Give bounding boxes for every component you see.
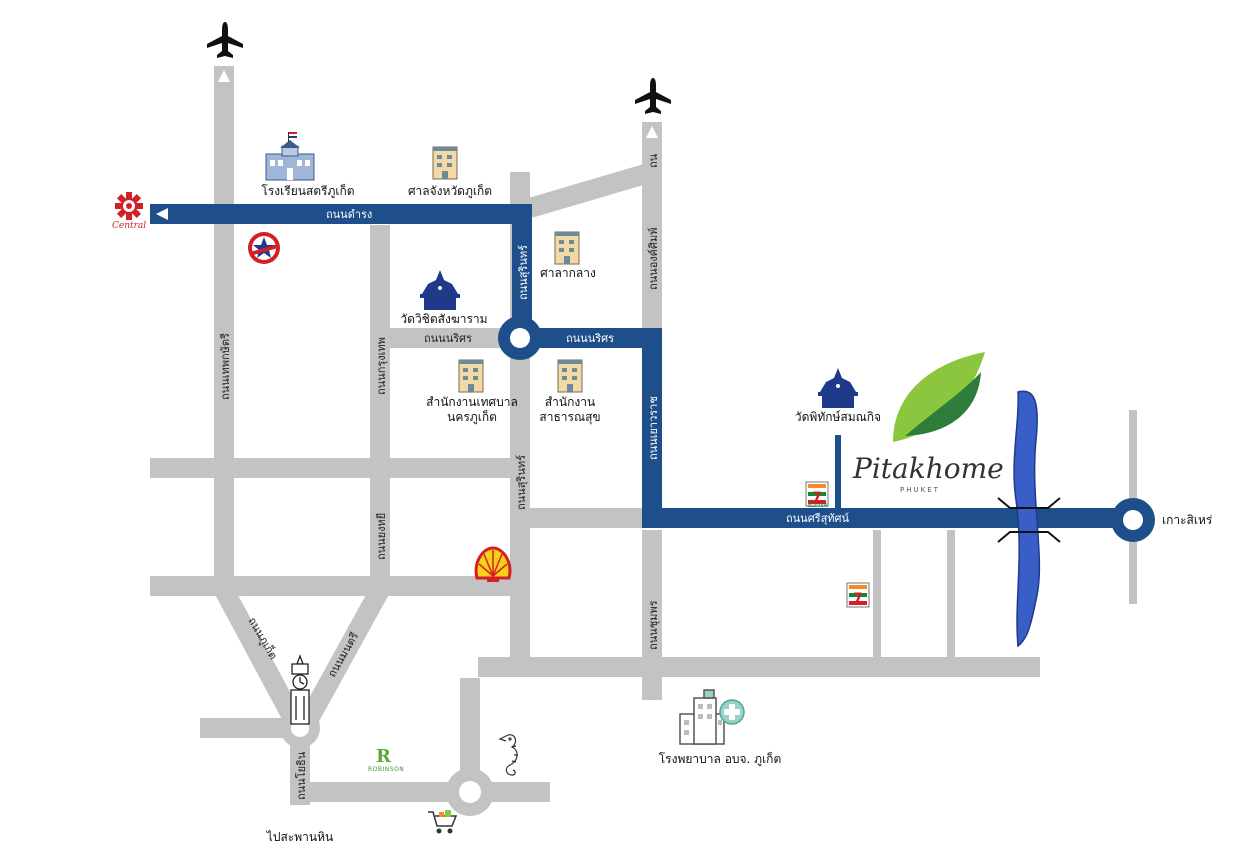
label-saphan-hin: ไปสะพานหิน [266,830,334,844]
svg-text:7: 7 [812,490,822,506]
office-building-icon [554,231,580,265]
road-label-chumphon: ถนนชุมพร [647,600,660,650]
central-logo-icon [115,192,143,220]
road-label-surin-top: ถนนสุรินทร์ [517,245,530,300]
road-label-yaowarat: ถนนเยาวราช [647,396,660,460]
label-hospital: โรงพยาบาล อบจ. ภูเก็ต [658,752,782,766]
temple-icon [818,368,858,408]
arrow-up-right-glyph [646,126,658,138]
label-city-hall: ศาลากลาง [540,266,596,280]
pitakhome-leaf-logo [893,352,985,442]
arrow-left-glyph [156,208,168,220]
svg-text:7: 7 [853,591,863,607]
svg-text:R: R [376,746,392,767]
office-building-icon [432,146,458,180]
label-koh-sire: เกาะสิเหร่ [1162,513,1213,527]
label-seven-eleven: ELEVEN [808,503,828,509]
hospital-icon [679,689,745,745]
roundabout-main-center [510,328,530,348]
road-label-thep-krasattri: ถนนเทพกษัตรี [219,333,232,400]
label-municipal-1: สำนักงานเทศบาล [426,395,518,409]
temple-icon [420,270,460,310]
road-label-bangkok: ถนนกรุงเทพ [375,337,388,395]
label-robinson: ROBINSON [368,766,405,773]
roundabout-east-center [1123,510,1143,530]
seven-eleven-icon: 7 [846,582,870,608]
shell-logo-icon [474,546,512,582]
shopping-cart-icon [428,810,458,834]
road-label-top-right: ถน [647,153,660,168]
side-road [295,585,389,733]
road-label-damrong: ถนนดำรง [326,208,372,221]
side-road [527,162,655,218]
airplane-icon [207,22,243,58]
seahorse-icon [498,734,518,776]
road-label-sri-sunthorn: ถนนศรีสุทัศน์ [786,512,850,525]
road-label-narisorn-left: ถนนนริศร [424,332,472,345]
school-building-icon [265,132,315,181]
arrow-down-glyph [294,808,306,820]
road-label-narisorn-right: ถนนนริศร [566,332,614,345]
road-label-surin-bottom: ถนนสุรินทร์ [515,455,528,510]
label-school: โรงเรียนสตรีภูเก็ต [261,184,355,198]
arrow-up-left-glyph [218,70,230,82]
label-municipal-2: นครภูเก็ต [447,410,497,424]
river [1013,390,1041,648]
label-temple-pitak: วัดพิทักษ์สมณกิจ [794,410,882,424]
office-building-icon [557,359,583,393]
label-temple-wichit: วัดวิชิตสังฆาราม [400,312,488,326]
side-road [215,585,307,733]
road-label-ong-sim-phai: ถนนองค์ศิมพ์ [647,227,660,290]
road-label-yothin: ถนนโยธิน [294,751,308,800]
label-central: Central [112,221,147,231]
office-building-icon [458,359,484,393]
road-label-yonggi: ถนนยงหยี [375,513,388,560]
clock-tower-icon [290,654,310,725]
label-health-1: สำนักงาน [544,395,596,409]
main-route [150,204,1133,528]
label-court: ศาลจังหวัดภูเก็ต [407,184,493,198]
roundabout-bottom-center [459,781,481,803]
bridge-mark [997,531,1061,543]
label-health-2: สาธารณสุข [539,410,601,424]
robinson-logo-icon: R [376,746,392,767]
brand-name: Pitakhome [853,452,1004,485]
seven-eleven-icon: 7 [805,481,829,507]
airplane-icon [635,78,671,114]
brand-sub: PHUKET [900,486,940,494]
caltex-star-icon [248,232,280,264]
bridge-mark [997,497,1061,509]
